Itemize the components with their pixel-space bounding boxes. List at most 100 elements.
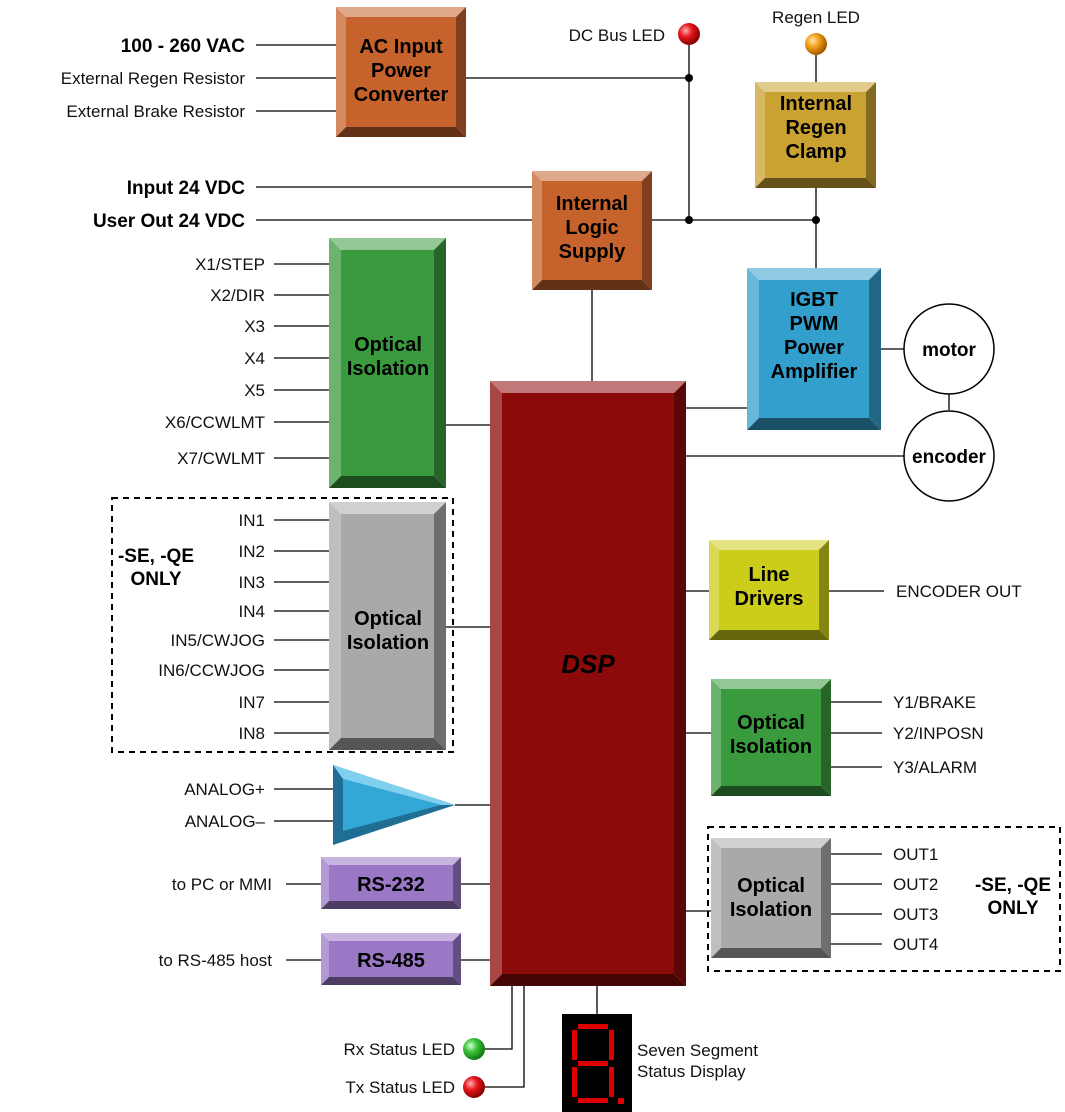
x-input-label: X7/CWLMT (177, 449, 265, 468)
in-input-label: IN1 (239, 511, 265, 530)
svg-text:Isolation: Isolation (730, 736, 812, 758)
svg-text:Seven Segment: Seven Segment (637, 1041, 758, 1060)
analog-plus-label: ANALOG+ (184, 780, 265, 799)
out-output-label: OUT4 (893, 935, 938, 954)
optical-isolation-in-block (329, 502, 446, 750)
svg-text:Logic: Logic (565, 217, 618, 239)
out-output-label: OUT1 (893, 845, 938, 864)
analog-minus-label: ANALOG– (185, 812, 266, 831)
regen-clamp-block (755, 82, 876, 188)
junction-dot (685, 216, 693, 224)
motor-label: motor (922, 340, 976, 361)
in-input-label: IN3 (239, 573, 265, 592)
seven-segment-display-icon (562, 1014, 632, 1112)
svg-text:Isolation: Isolation (347, 632, 429, 654)
x-input-label: X6/CCWLMT (165, 413, 265, 432)
svg-text:Power: Power (371, 60, 431, 82)
ac-converter-label: AC Input Power Converter (354, 36, 449, 106)
y-output-label: Y2/INPOSN (893, 724, 984, 743)
svg-text:Converter: Converter (354, 84, 449, 106)
svg-text:Clamp: Clamp (785, 141, 846, 163)
svg-text:-SE, -QE: -SE, -QE (118, 546, 194, 567)
rx-status-led-icon (463, 1038, 485, 1060)
encoder-label: encoder (912, 447, 987, 468)
motor-circle (903, 303, 995, 395)
svg-text:Regen: Regen (785, 117, 846, 139)
svg-text:Isolation: Isolation (730, 899, 812, 921)
in-input-label: IN4 (239, 602, 265, 621)
tx-status-led-icon (463, 1076, 485, 1098)
tx-status-led-label: Tx Status LED (345, 1078, 455, 1097)
dsp-block (490, 381, 686, 986)
optical-isolation-x-block (329, 238, 446, 488)
y-output-labels: Y1/BRAKE Y2/INPOSN Y3/ALARM (893, 693, 984, 777)
in-input-label: IN8 (239, 724, 265, 743)
x-input-label: X3 (244, 317, 265, 336)
in-input-label: IN2 (239, 542, 265, 561)
se-qe-note-outputs: -SE, -QE ONLY (975, 875, 1051, 919)
svg-text:Optical: Optical (737, 875, 805, 897)
rx-status-led-label: Rx Status LED (344, 1040, 456, 1059)
wires (256, 44, 950, 1088)
analog-amplifier (333, 765, 455, 845)
regen-led-icon (805, 33, 827, 55)
se-qe-input-region (111, 497, 454, 753)
igbt-block (747, 268, 881, 430)
svg-text:PWM: PWM (790, 313, 839, 335)
svg-text:Isolation: Isolation (347, 358, 429, 380)
x-input-label: X1/STEP (195, 255, 265, 274)
svg-text:IGBT: IGBT (790, 289, 838, 311)
svg-text:ONLY: ONLY (130, 569, 181, 590)
x-input-label: X5 (244, 381, 265, 400)
input-24vdc-label: Input 24 VDC (127, 178, 246, 199)
rs485-label: RS-485 (357, 950, 425, 972)
encoder-out-label: ENCODER OUT (896, 582, 1022, 601)
regen-led-label: Regen LED (772, 8, 860, 27)
junction-dot (685, 74, 693, 82)
svg-text:Amplifier: Amplifier (771, 361, 858, 383)
ac-input-label: 100 - 260 VAC (121, 36, 246, 57)
dc-bus-led-icon (678, 23, 700, 45)
optical-isolation-x-label: Optical Isolation (347, 334, 429, 380)
line-drivers-label: Line Drivers (735, 564, 804, 610)
blocks (321, 7, 881, 986)
svg-text:Optical: Optical (737, 712, 805, 734)
svg-text:Internal: Internal (780, 93, 852, 115)
regen-resistor-label: External Regen Resistor (61, 69, 246, 88)
svg-text:Drivers: Drivers (735, 588, 804, 610)
in-input-label: IN6/CCWJOG (158, 661, 265, 680)
logic-supply-label: Internal Logic Supply (556, 193, 628, 263)
rs232-label: RS-232 (357, 874, 425, 896)
optical-isolation-out-label: Optical Isolation (730, 875, 812, 921)
in-input-label: IN5/CWJOG (171, 631, 265, 650)
junction-dot (812, 216, 820, 224)
logic-supply-block (532, 171, 652, 290)
out-output-labels: OUT1 OUT2 OUT3 OUT4 (893, 845, 938, 954)
se-qe-note-inputs: -SE, -QE ONLY (118, 546, 194, 590)
y-output-label: Y3/ALARM (893, 758, 977, 777)
x-input-labels: X1/STEP X2/DIR X3 X4 X5 X6/CCWLMT X7/CWL… (165, 255, 265, 468)
x-input-label: X4 (244, 349, 265, 368)
svg-text:Line: Line (748, 564, 789, 586)
dc-bus-led-label: DC Bus LED (569, 26, 665, 45)
encoder-circle (903, 410, 995, 502)
ac-converter-block (336, 7, 466, 137)
se-qe-output-region (707, 826, 1061, 972)
svg-text:-SE, -QE: -SE, -QE (975, 875, 1051, 896)
rs485-destination-label: to RS-485 host (159, 951, 273, 970)
out-output-label: OUT3 (893, 905, 938, 924)
svg-text:AC Input: AC Input (359, 36, 443, 58)
igbt-label: IGBT PWM Power Amplifier (771, 289, 858, 383)
svg-text:Optical: Optical (354, 608, 422, 630)
seven-segment-label: Seven Segment Status Display (637, 1041, 758, 1081)
optical-isolation-y-label: Optical Isolation (730, 712, 812, 758)
brake-resistor-label: External Brake Resistor (66, 102, 245, 121)
rs232-block (321, 857, 461, 909)
regen-clamp-label: Internal Regen Clamp (780, 93, 852, 163)
out-output-label: OUT2 (893, 875, 938, 894)
line-drivers-block (709, 540, 829, 640)
svg-text:Supply: Supply (559, 241, 627, 263)
y-output-label: Y1/BRAKE (893, 693, 976, 712)
svg-text:Status Display: Status Display (637, 1062, 746, 1081)
